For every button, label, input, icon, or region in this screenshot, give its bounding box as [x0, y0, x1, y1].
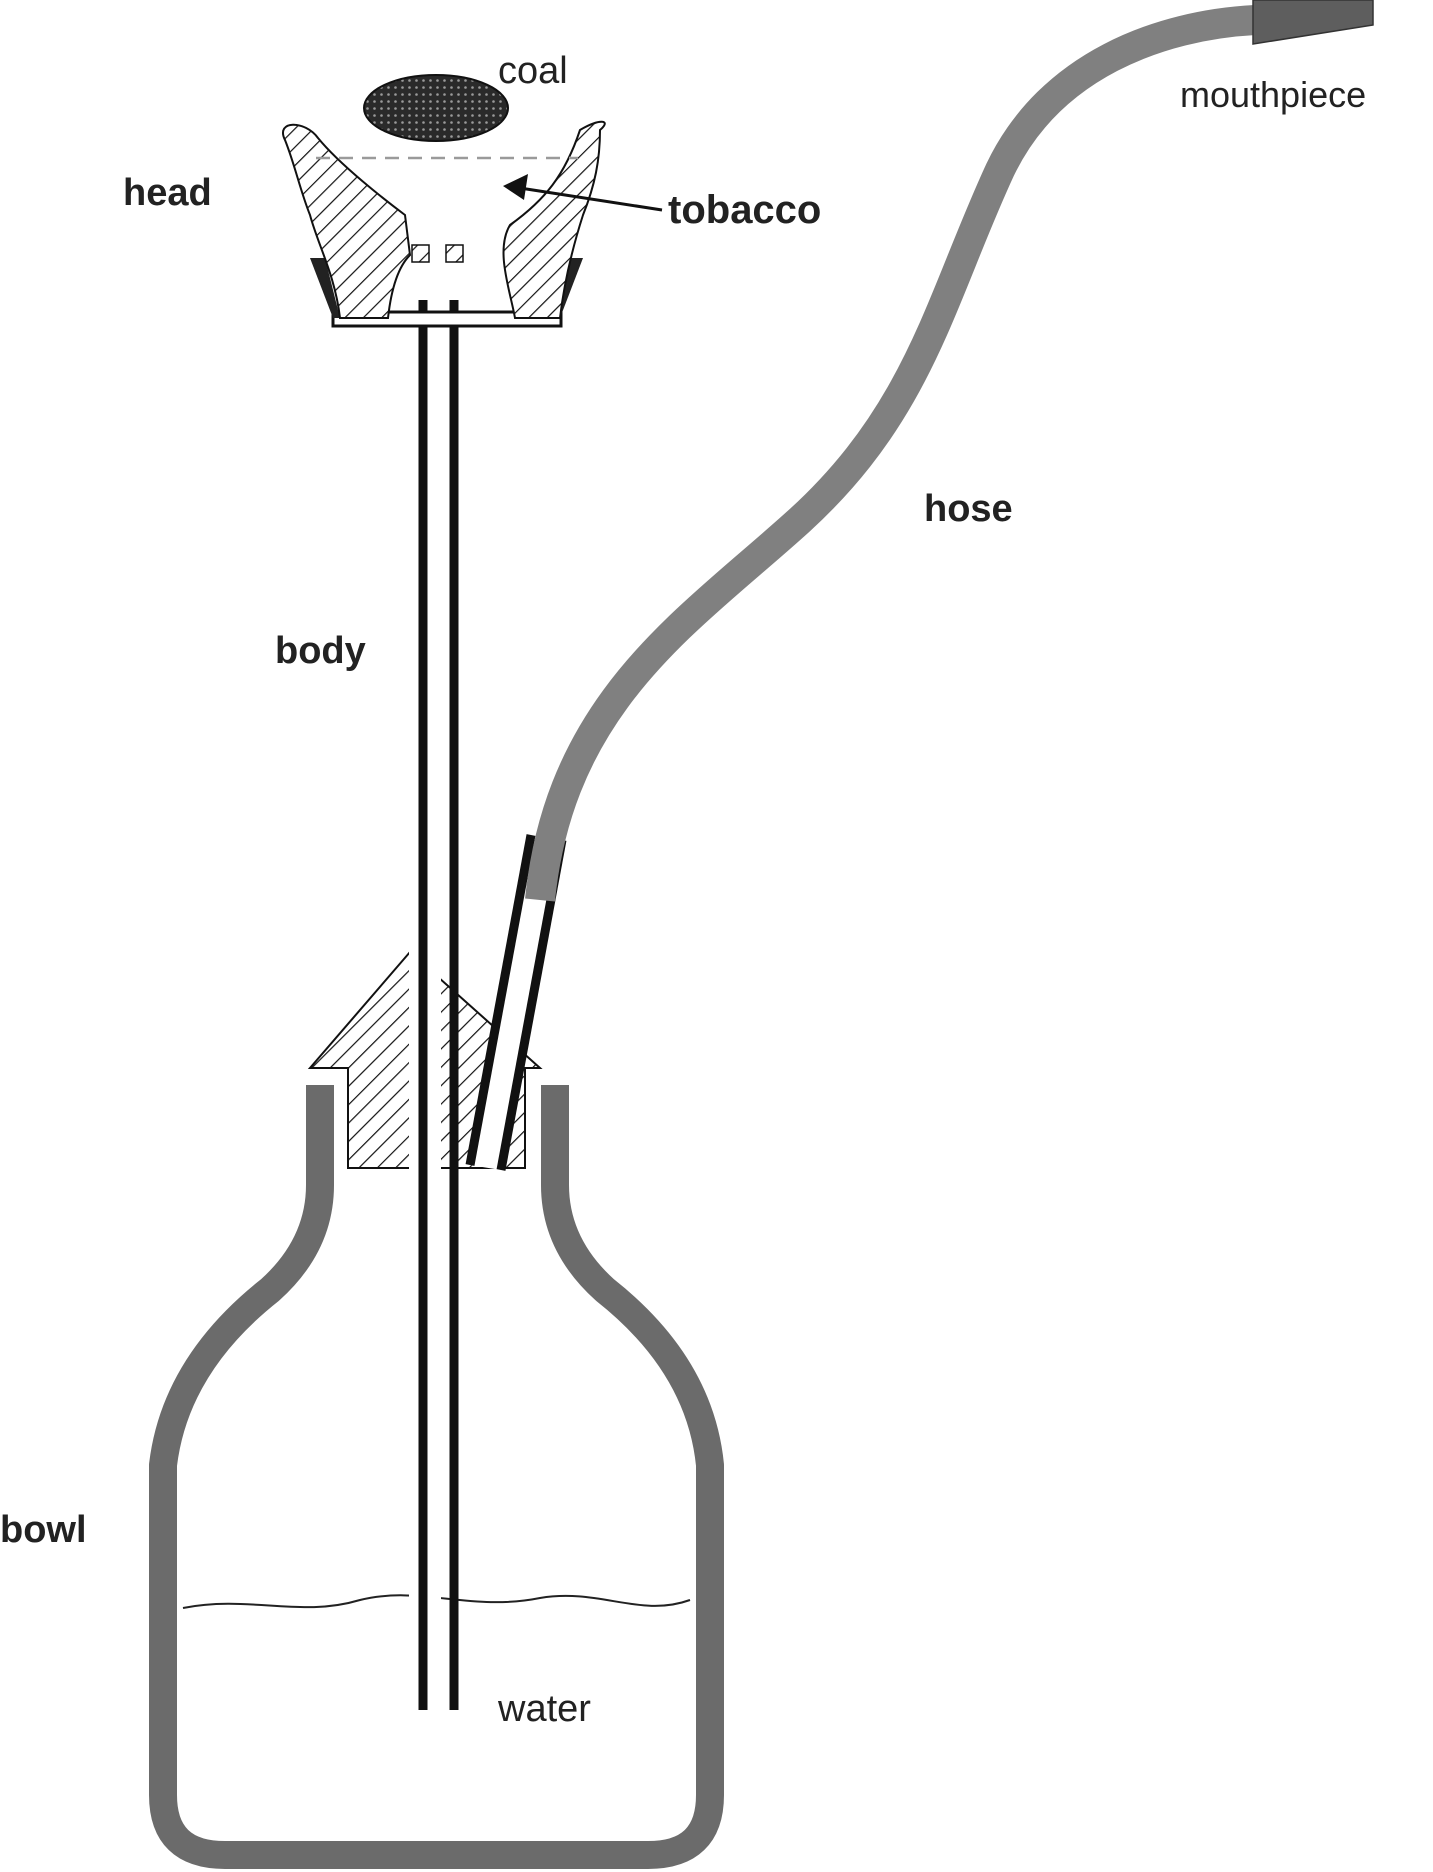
body-stem — [409, 300, 459, 1710]
label-tobacco: tobacco — [668, 188, 822, 232]
bowl-vessel — [149, 1085, 724, 1869]
label-body: body — [275, 630, 366, 672]
label-coal: coal — [498, 50, 568, 92]
label-bowl: bowl — [0, 1509, 87, 1551]
coal-piece — [363, 74, 509, 142]
label-water: water — [498, 1688, 591, 1730]
tobacco-arrow — [503, 174, 663, 212]
label-mouthpiece: mouthpiece — [1180, 74, 1367, 115]
label-head: head — [123, 172, 212, 214]
label-hose: hose — [924, 488, 1013, 530]
hose-tube — [525, 5, 1256, 902]
mouthpiece-tip — [1252, 0, 1374, 45]
head-bowl — [282, 120, 606, 328]
